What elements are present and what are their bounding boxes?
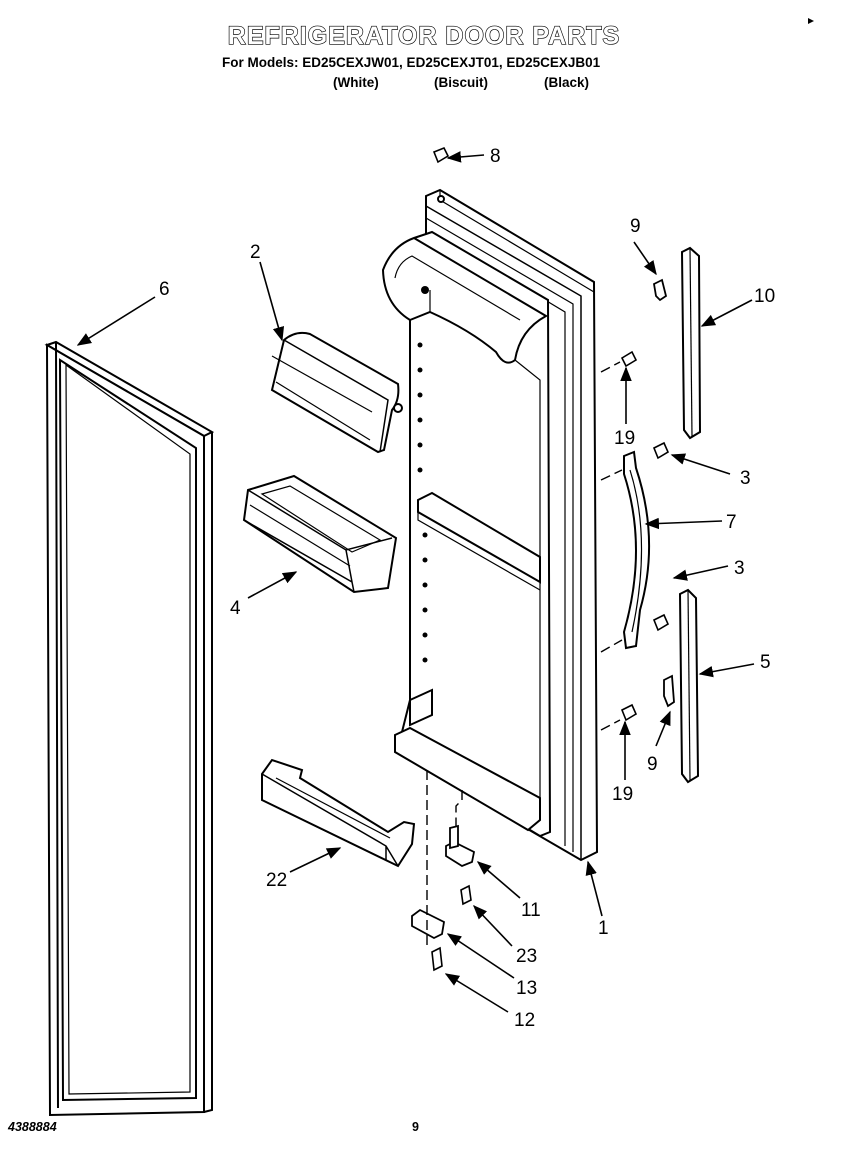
callout-6: 6: [159, 279, 170, 300]
callout-10: 10: [754, 286, 775, 307]
callout-3-lower: 3: [734, 558, 745, 579]
leader-5: [698, 663, 755, 678]
leader-9-upper: [633, 241, 657, 276]
leader-2: [259, 261, 285, 342]
screw-19-upper: [620, 350, 638, 368]
finish-black: (Black): [544, 75, 590, 90]
leader-12: [444, 973, 509, 1013]
callout-23: 23: [516, 946, 537, 967]
lower-handle-trim-part: [678, 588, 700, 784]
callout-11: 11: [521, 900, 541, 921]
bottom-door-bin-part: [261, 758, 416, 868]
upper-handle-trim-part: [680, 246, 702, 440]
callout-5: 5: [760, 652, 771, 673]
screw-8: [432, 146, 450, 164]
callout-13: 13: [516, 978, 537, 999]
screw-3-upper: [652, 441, 670, 460]
callout-22: 22: [266, 870, 287, 891]
leader-6: [76, 296, 156, 346]
finish-biscuit: (Biscuit): [434, 75, 488, 90]
hinge-bracket-part: [411, 908, 445, 940]
leader-4: [247, 571, 298, 599]
assembly-guide-lines: [426, 361, 623, 950]
screw-12: [431, 946, 443, 972]
leader-8: [446, 151, 485, 163]
door-liner-part: [381, 188, 599, 862]
page-title: REFRIGERATOR DOOR PARTS: [227, 21, 621, 50]
callout-9-lower: 9: [647, 754, 658, 775]
leader-lines: [76, 151, 755, 1013]
callout-12: 12: [514, 1010, 535, 1031]
callout-19-upper: 19: [614, 428, 635, 449]
leader-3-lower: [672, 565, 729, 581]
door-gasket-part: [44, 340, 215, 1117]
callout-numbers: 6 2 4 22 8 9 10 19 3 7 3 5 9 19 1 11 23 …: [159, 146, 775, 1031]
leader-11: [476, 861, 521, 899]
finish-white: (White): [333, 75, 379, 90]
callout-19-lower: 19: [612, 784, 633, 805]
screw-23: [460, 884, 472, 906]
leader-22: [289, 847, 342, 873]
leader-10: [700, 299, 753, 327]
leader-3-upper: [670, 453, 731, 475]
callout-1: 1: [598, 918, 609, 939]
page-number: 9: [412, 1120, 419, 1134]
document-number: 4388884: [8, 1120, 57, 1134]
callout-2: 2: [250, 242, 261, 263]
model-list: For Models: ED25CEXJW01, ED25CEXJT01, ED…: [222, 55, 600, 70]
models-prefix: For Models:: [222, 55, 299, 70]
leader-9-lower: [655, 710, 671, 747]
models-numbers: ED25CEXJW01, ED25CEXJT01, ED25CEXJB01: [302, 55, 601, 70]
trim-clip-part-upper: [653, 278, 668, 302]
callout-8: 8: [490, 146, 501, 167]
callout-4: 4: [230, 598, 241, 619]
callout-3-upper: 3: [740, 468, 751, 489]
callout-9-upper: 9: [630, 216, 641, 237]
callout-7: 7: [726, 512, 737, 533]
screws: [431, 146, 670, 972]
corner-mark: [808, 18, 814, 24]
dairy-compartment-door-part: [270, 331, 403, 454]
screw-19-lower: [620, 703, 638, 722]
door-bin-part: [242, 474, 398, 594]
leader-1: [585, 860, 603, 917]
door-handle-part: [622, 450, 651, 650]
screw-3-lower: [652, 613, 670, 632]
hinge-pin-part: [445, 824, 476, 868]
leader-13: [446, 933, 515, 979]
trim-clip-part-lower: [663, 674, 675, 708]
leader-7: [644, 517, 723, 530]
leader-23: [473, 904, 513, 947]
